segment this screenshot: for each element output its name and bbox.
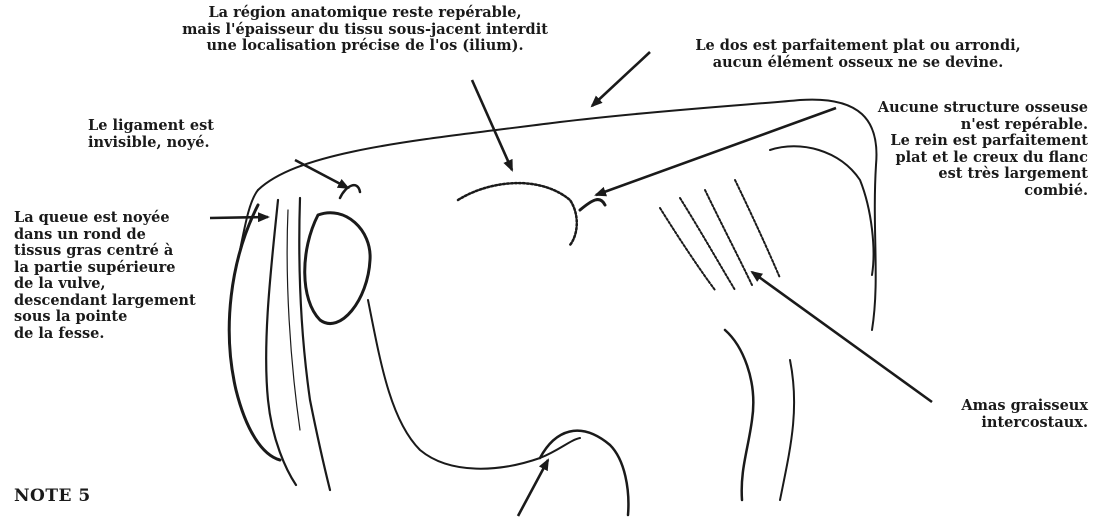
arrow-fat xyxy=(752,272,932,402)
ilium-shade xyxy=(458,183,577,245)
fat-stripe-3 xyxy=(705,190,752,285)
udder-curve xyxy=(540,431,628,515)
label-bone-kidney: Aucune structure osseuse n'est repérable… xyxy=(820,100,1088,199)
label-fat-intercostal: Amas graisseux intercostaux. xyxy=(900,398,1088,431)
hook-shade xyxy=(580,200,605,210)
flank-bottom xyxy=(725,330,753,500)
foreleg xyxy=(780,360,794,500)
fat-round xyxy=(305,213,370,324)
ligament-curl xyxy=(340,185,360,198)
arrow-back xyxy=(592,52,650,106)
label-region-ilium: La région anatomique reste repérable, ma… xyxy=(145,5,585,55)
arrow-tail xyxy=(210,217,268,218)
label-ligament: Le ligament est invisible, noyé. xyxy=(88,118,214,151)
arrow-ligament xyxy=(295,160,348,188)
note-label: NOTE 5 xyxy=(14,488,91,505)
hindquarter-curve xyxy=(368,300,580,469)
label-back: Le dos est parfaitement plat ou arrondi,… xyxy=(652,38,1064,71)
label-tail: La queue est noyée dans un rond de tissu… xyxy=(14,210,196,342)
arrow-udder xyxy=(518,460,548,516)
tail-right-edge xyxy=(299,198,330,490)
fat-stripe-1 xyxy=(660,208,715,290)
arrow-ilium xyxy=(472,80,512,170)
tail-inner-line xyxy=(287,210,300,430)
arrow-bone xyxy=(596,108,836,195)
fat-stripe-2 xyxy=(680,198,735,290)
tail-left-edge xyxy=(266,200,296,485)
